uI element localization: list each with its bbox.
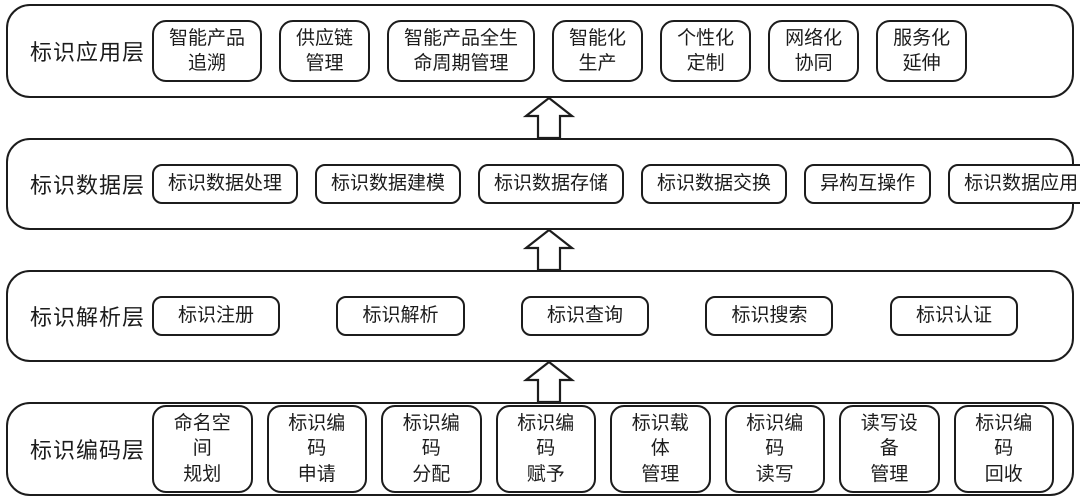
node-box: 异构互操作 (804, 164, 932, 204)
arrow-gap (6, 229, 1074, 271)
node-box: 标识编码 赋予 (495, 405, 596, 493)
node-box: 智能产品 追溯 (152, 19, 263, 83)
node-box: 标识数据存储 (478, 164, 625, 204)
layer-data: 标识数据层 标识数据处理 标识数据建模 标识数据存储 标识数据交换 异构互操作 … (6, 138, 1080, 230)
up-arrow-icon (522, 361, 576, 403)
node-box: 标识搜索 (705, 296, 834, 336)
layer-encoding-boxes: 命名空间 规划 标识编码 申请 标识编码 分配 标识编码 赋予 标识载体 管理 … (152, 405, 1054, 493)
node-box: 标识查询 (520, 296, 649, 336)
node-box: 供应链 管理 (279, 19, 371, 83)
node-box: 标识数据应用 (948, 164, 1080, 204)
up-arrow-icon (522, 97, 576, 139)
arrow-gap (6, 361, 1074, 403)
node-box: 个性化 定制 (660, 19, 752, 83)
node-box: 标识注册 (152, 296, 281, 336)
node-box: 网络化 协同 (768, 19, 860, 83)
node-box: 标识认证 (889, 296, 1018, 336)
up-arrow-icon (522, 229, 576, 271)
layer-resolution: 标识解析层 标识注册 标识解析 标识查询 标识搜索 标识认证 (6, 270, 1074, 362)
layer-resolution-label: 标识解析层 (30, 305, 146, 330)
node-box: 命名空间 规划 (152, 405, 253, 493)
node-box: 服务化 延伸 (876, 19, 968, 83)
node-box: 标识编码 回收 (953, 405, 1054, 493)
node-box: 标识编码 申请 (266, 405, 367, 493)
node-box: 标识数据处理 (152, 164, 299, 204)
layer-data-label: 标识数据层 (30, 173, 146, 198)
layer-application-boxes: 智能产品 追溯 供应链 管理 智能产品全生 命周期管理 智能化 生产 个性化 定… (152, 19, 1054, 83)
node-box: 智能产品全生 命周期管理 (387, 19, 536, 83)
layer-resolution-boxes: 标识注册 标识解析 标识查询 标识搜索 标识认证 (152, 296, 1054, 336)
node-box: 标识数据建模 (315, 164, 462, 204)
node-box: 标识解析 (336, 296, 465, 336)
node-box: 标识编码 读写 (724, 405, 825, 493)
layer-application: 标识应用层 智能产品 追溯 供应链 管理 智能产品全生 命周期管理 智能化 生产… (6, 4, 1074, 98)
node-box: 标识编码 分配 (381, 405, 482, 493)
node-box: 标识数据交换 (641, 164, 788, 204)
layer-encoding-label: 标识编码层 (30, 438, 146, 463)
node-box: 标识载体 管理 (610, 405, 711, 493)
node-box: 智能化 生产 (552, 19, 644, 83)
layer-encoding: 标识编码层 命名空间 规划 标识编码 申请 标识编码 分配 标识编码 赋予 标识… (6, 402, 1074, 496)
layer-application-label: 标识应用层 (30, 40, 146, 65)
node-box: 读写设备 管理 (839, 405, 940, 493)
arrow-gap (6, 97, 1074, 139)
layer-data-boxes: 标识数据处理 标识数据建模 标识数据存储 标识数据交换 异构互操作 标识数据应用 (152, 164, 1080, 204)
